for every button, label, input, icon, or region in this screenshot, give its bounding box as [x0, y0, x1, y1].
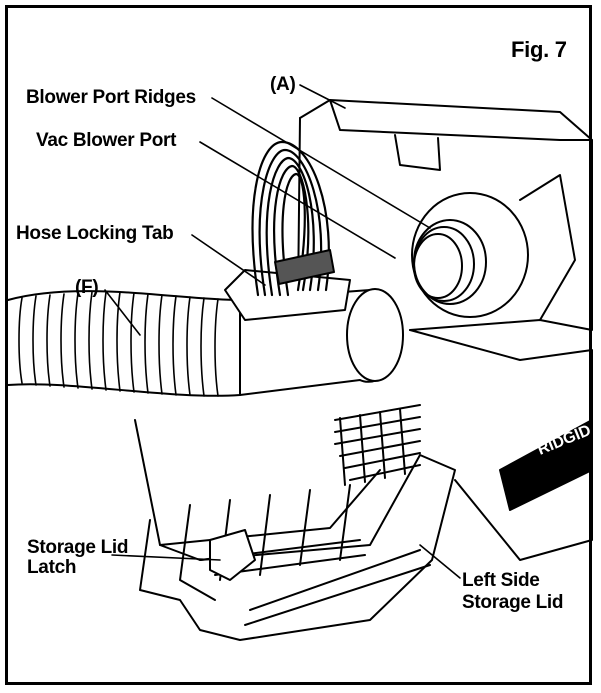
callout-hose-locking-tab: Hose Locking Tab [16, 223, 174, 244]
callout-left-side-storage-lid-line2: Storage Lid [462, 592, 564, 613]
leader-vac-blower-port [199, 141, 396, 259]
callout-f: (F) [75, 277, 99, 298]
leader-a [299, 84, 346, 109]
leader-blower-port-ridges [211, 97, 431, 229]
callout-storage-lid-latch-line2: Latch [27, 557, 77, 578]
blower-port [411, 192, 529, 318]
leader-left-side-storage-lid [419, 544, 461, 579]
callout-left-side-storage-lid-line1: Left Side [462, 570, 540, 591]
leader-storage-lid-latch [111, 554, 221, 561]
callout-storage-lid-latch-line1: Storage Lid [27, 537, 129, 558]
cord-strap [274, 249, 335, 285]
storage-tray [134, 419, 456, 641]
leader-hose-locking-tab [191, 234, 266, 286]
cord-bundle [251, 140, 330, 297]
lid-grille [334, 404, 421, 486]
hose [7, 290, 241, 397]
callout-vac-blower-port: Vac Blower Port [36, 130, 177, 151]
leader-f [104, 289, 141, 336]
figure-title: Fig. 7 [511, 37, 567, 62]
callout-blower-port-ridges: Blower Port Ridges [26, 87, 196, 108]
callout-a: (A) [270, 74, 296, 95]
storage-lid-latch [209, 529, 256, 581]
